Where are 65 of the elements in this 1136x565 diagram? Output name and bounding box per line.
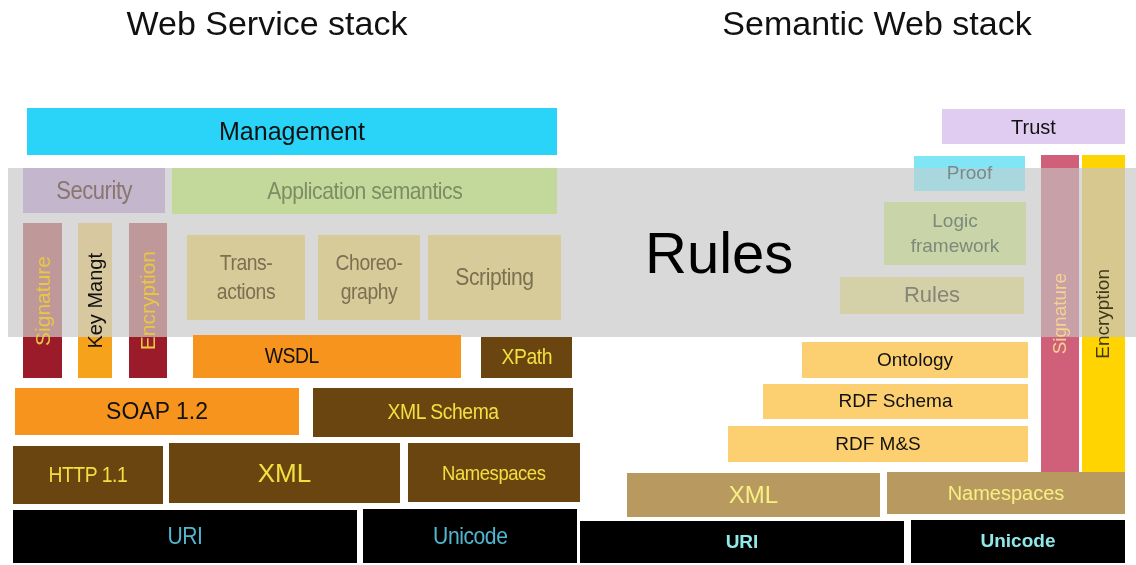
stack-layer (1082, 155, 1125, 472)
stack-layer (887, 472, 1125, 514)
layer-label: Proof (946, 163, 993, 184)
stack-layer (27, 108, 557, 155)
stack-title: Semantic Web stack (722, 4, 1032, 43)
stack-layer (914, 156, 1025, 191)
stack-layer (193, 335, 461, 378)
layer-label: Scripting (455, 264, 534, 291)
stack-layer (428, 235, 561, 320)
layer-label: RDF M&S (835, 433, 921, 455)
layer-label: Signature (30, 255, 55, 346)
layer-label: Choreo- graphy (334, 248, 404, 306)
stack-layer (13, 446, 163, 504)
layer-label: XML (728, 481, 779, 509)
layer-label: Encryption (1093, 268, 1114, 359)
stack-layer (15, 388, 299, 435)
stack-layer (911, 520, 1125, 563)
layer-label: Rules (903, 283, 961, 308)
layer-label: Application semantics (267, 177, 462, 205)
layer-label: Management (219, 117, 365, 146)
stack-layer (1041, 155, 1079, 472)
layer-label: Ontology (876, 349, 953, 371)
stack-layer (363, 509, 577, 563)
stack-layer (129, 223, 167, 378)
layer-label: Logic framework (909, 208, 1001, 258)
stack-layer (627, 473, 880, 517)
stack-layer (802, 342, 1028, 378)
layer-label: XML (257, 458, 312, 488)
stack-layer (78, 223, 112, 378)
stack-layer (23, 223, 62, 378)
band-label: Rules (645, 220, 794, 285)
layer-label: Signature (1049, 272, 1071, 355)
layer-label: HTTP 1.1 (48, 462, 128, 488)
stack-layer (580, 521, 904, 563)
layer-label: Trust (1011, 115, 1056, 138)
layer-label: Unicode (980, 531, 1056, 552)
layer-label: Encryption (136, 250, 160, 351)
stack-layer (884, 202, 1026, 265)
stack-layer (763, 384, 1028, 419)
layer-label: Trans- actions (215, 248, 277, 306)
layer-label: WSDL (264, 344, 319, 369)
stack-layer (13, 510, 357, 563)
layer-label: RDF Schema (838, 391, 953, 412)
stack-layer (840, 277, 1024, 314)
stack-layer (728, 426, 1028, 462)
layer-label: XPath (501, 345, 552, 370)
layer-label: Namespaces (442, 460, 546, 485)
stack-layer (172, 168, 557, 214)
stack-layer (169, 443, 400, 503)
layer-label: Unicode (432, 522, 508, 550)
stack-layer (313, 388, 573, 437)
stack-layer (408, 443, 580, 502)
layer-label: URI (167, 523, 203, 550)
layer-label: Security (56, 176, 132, 205)
layer-label: Key Mangt (84, 252, 106, 349)
stack-layer (23, 168, 165, 213)
layer-label: XML Schema (387, 400, 499, 425)
stack-layer (481, 337, 572, 378)
stack-layer (942, 109, 1125, 144)
layer-label: URI (725, 531, 759, 553)
stack-layer (187, 235, 305, 320)
layer-label: Namespaces (947, 482, 1065, 504)
layer-label: SOAP 1.2 (106, 398, 208, 425)
stack-title: Web Service stack (126, 4, 408, 43)
stack-layer (318, 235, 420, 320)
